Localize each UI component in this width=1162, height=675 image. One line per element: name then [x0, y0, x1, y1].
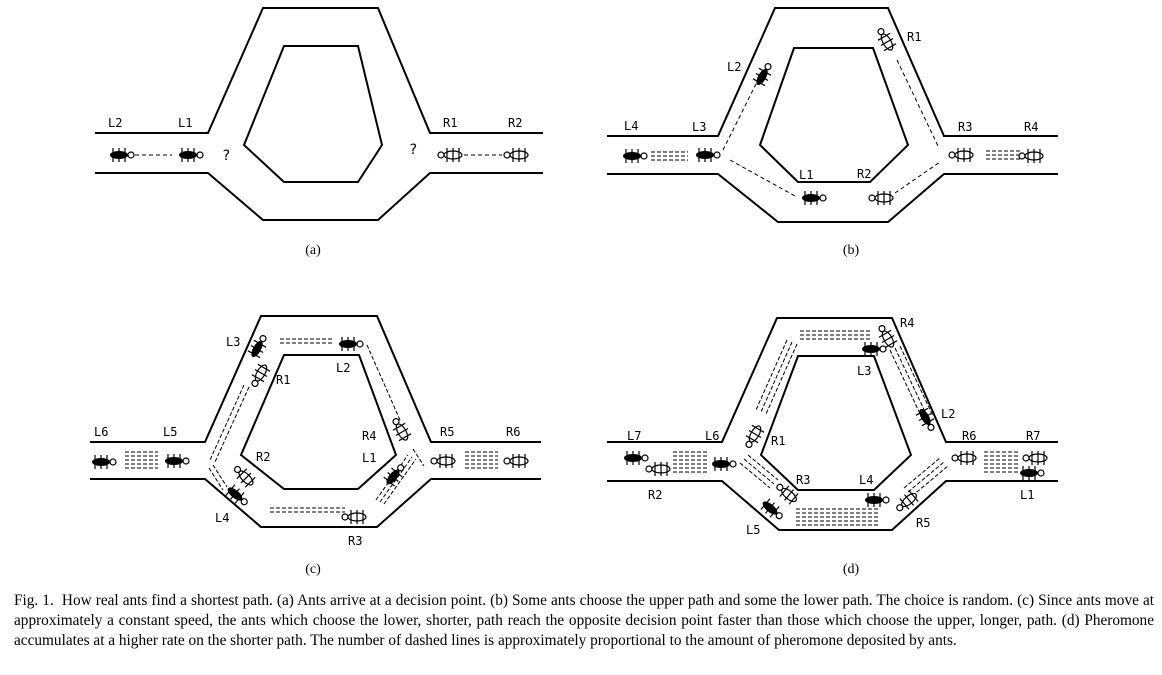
panel-a: L2 L1 R1 R2 ? ? (a) — [95, 7, 543, 258]
figure-caption: Fig. 1. How real ants find a shortest pa… — [14, 591, 1154, 651]
label-L2: L2 — [941, 407, 955, 421]
label-R2: R2 — [508, 116, 522, 130]
label-L7: L7 — [627, 429, 641, 443]
ant-icon — [338, 336, 364, 352]
label-R3: R3 — [348, 534, 362, 548]
panel-c-caption: (c) — [305, 562, 321, 577]
label-R6: R6 — [962, 429, 976, 443]
panel-d-paths — [607, 317, 1058, 531]
ant-icon — [868, 190, 894, 206]
label-L4: L4 — [624, 119, 638, 133]
panel-b-paths — [607, 7, 1058, 223]
ant-icon — [109, 147, 135, 163]
ant-icon — [1019, 465, 1045, 481]
label-L2: L2 — [108, 116, 122, 130]
panel-d-caption: (d) — [843, 562, 860, 577]
label-L5: L5 — [746, 523, 760, 537]
ant-icon — [695, 147, 721, 163]
ant-path-figure: L2 L1 R1 R2 ? ? (a) L4 L3 L2 — [90, 7, 1058, 577]
label-R4: R4 — [1024, 120, 1038, 134]
label-L3: L3 — [226, 335, 240, 349]
label-L6: L6 — [705, 429, 719, 443]
ant-icon — [872, 24, 899, 54]
panel-a-caption: (a) — [305, 243, 321, 258]
label-R1: R1 — [443, 116, 457, 130]
ant-icon — [864, 492, 890, 508]
label-L5: L5 — [163, 425, 177, 439]
ant-icon — [246, 361, 273, 391]
ant-icon — [341, 509, 367, 525]
panel-c: L6 L5 L3 L2 R1 R2 R3 R4 R5 R6 L1 L4 (c) — [90, 315, 541, 577]
ant-icon — [387, 414, 414, 444]
panel-b: L4 L3 L2 L1 R1 R2 R3 R4 (b) — [607, 7, 1058, 258]
label-R2: R2 — [256, 450, 270, 464]
ant-icon — [951, 450, 977, 466]
ant-icon — [623, 450, 649, 466]
ant-icon — [178, 147, 204, 163]
panel-c-paths — [90, 315, 541, 528]
label-R4: R4 — [900, 316, 914, 330]
label-L2: L2 — [336, 361, 350, 375]
label-R1: R1 — [907, 30, 921, 44]
label-L3: L3 — [857, 364, 871, 378]
label-L3: L3 — [692, 120, 706, 134]
ant-icon — [892, 488, 921, 516]
ant-icon — [622, 148, 648, 164]
ant-icon — [503, 453, 529, 469]
ant-icon — [801, 190, 827, 206]
label-R2: R2 — [857, 167, 871, 181]
label-L6: L6 — [94, 425, 108, 439]
ant-icon — [430, 453, 456, 469]
ant-icon — [437, 147, 463, 163]
ant-icon — [1018, 148, 1044, 164]
label-R5: R5 — [440, 425, 454, 439]
label-L1: L1 — [1020, 488, 1034, 502]
label-R6: R6 — [506, 425, 520, 439]
figure-caption-prefix: Fig. 1. — [14, 592, 54, 609]
question-mark: ? — [409, 142, 417, 158]
ant-icon — [948, 147, 974, 163]
ant-icon — [164, 453, 190, 469]
label-R3: R3 — [958, 120, 972, 134]
ant-icon — [1022, 450, 1048, 466]
label-R1: R1 — [771, 434, 785, 448]
label-L2: L2 — [727, 60, 741, 74]
label-R7: R7 — [1026, 429, 1040, 443]
panel-a-paths — [95, 7, 543, 221]
ant-icon — [758, 496, 787, 524]
label-L1: L1 — [362, 451, 376, 465]
figure-caption-text: How real ants find a shortest path. (a) … — [14, 592, 1154, 649]
label-R3: R3 — [796, 473, 810, 487]
panel-b-caption: (b) — [843, 243, 860, 258]
label-L4: L4 — [215, 511, 229, 525]
ant-icon — [861, 341, 887, 357]
label-R4: R4 — [362, 429, 376, 443]
label-R1: R1 — [276, 373, 290, 387]
label-R5: R5 — [916, 516, 930, 530]
ant-icon — [91, 454, 117, 470]
ant-icon — [750, 59, 777, 89]
ant-icon — [223, 482, 252, 510]
ant-icon — [245, 331, 272, 361]
ant-icon — [503, 147, 529, 163]
ant-icon — [711, 456, 737, 472]
label-R2: R2 — [648, 488, 662, 502]
panel-d: L7 L6 R1 R2 R3 L3 R4 L2 L4 R5 L5 R6 R7 L… — [607, 316, 1058, 577]
label-L1: L1 — [799, 168, 813, 182]
label-L4: L4 — [859, 473, 873, 487]
ant-icon — [740, 422, 767, 452]
label-L1: L1 — [178, 116, 192, 130]
question-mark: ? — [222, 148, 230, 164]
ant-icon — [645, 461, 671, 477]
